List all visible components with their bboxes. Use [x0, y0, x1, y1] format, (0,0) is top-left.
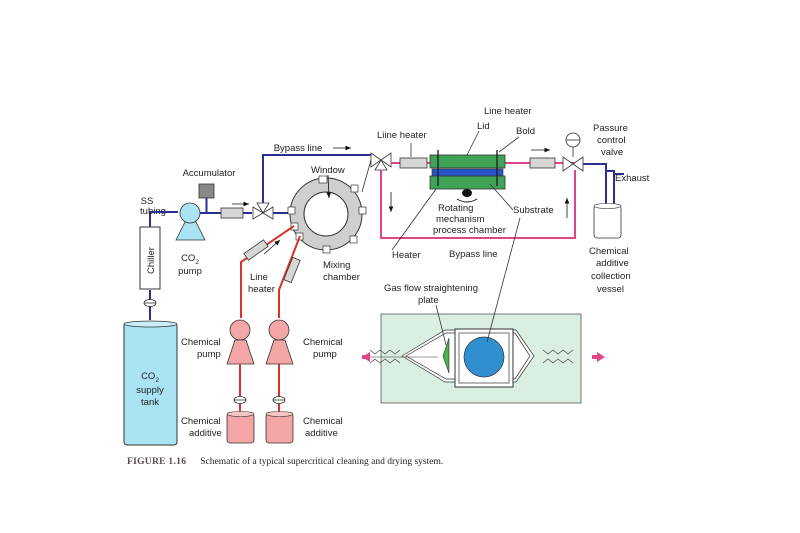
line-heater-right	[283, 256, 301, 284]
figure-caption-text: Schematic of a typical supercritical cle…	[200, 457, 444, 467]
bypass-line-bottom-label: Bypass line	[449, 249, 498, 260]
co2-pump-icon	[175, 202, 206, 241]
collection-label-4: vessel	[597, 284, 624, 295]
pressure-valve-label-1: Passure	[593, 123, 628, 134]
chemical-additive-left-label-1: Chemical	[181, 416, 221, 427]
co2-tank-label-3: tank	[141, 397, 159, 408]
pressure-control-valve-icon	[562, 132, 584, 172]
accumulator-label: Accumulator	[183, 168, 236, 179]
rotating-label-2: mechanism	[436, 214, 485, 225]
bypass-line-top	[262, 154, 371, 203]
rotating-label-1: Rotating	[438, 203, 473, 214]
chemical-additive-right-label-1: Chemical	[303, 416, 343, 427]
chemical-additive-left-label-2: additive	[189, 428, 222, 439]
inset-top-view	[364, 313, 582, 404]
liine-heater-box	[399, 157, 428, 169]
figure-caption: FIGURE 1.16 Schematic of a typical superc…	[127, 457, 443, 467]
co2-tank-label-2: supply	[136, 385, 164, 396]
accumulator-icon	[198, 183, 215, 199]
collection-label-1: Chemical	[589, 246, 629, 257]
collection-vessel	[593, 203, 622, 239]
outlet-heater-box	[529, 157, 556, 169]
substrate-label: Substrate	[513, 205, 554, 216]
rotating-label-3: process chamber	[433, 225, 506, 236]
figure-number: FIGURE 1.16	[127, 457, 187, 467]
gas-flow-label-2: plate	[418, 295, 439, 306]
chemical-pump-right-icon	[265, 319, 294, 365]
chemical-pump-left-label-1: Chemical	[181, 337, 221, 348]
collection-label-3: collection	[591, 271, 631, 282]
line-heater-left-label-2: heater	[248, 284, 275, 295]
chemical-pump-right-label-1: Chemical	[303, 337, 343, 348]
lid-label: Lid	[477, 121, 490, 132]
liine-heater-label: Liine heater	[377, 130, 427, 141]
co2-pump-label-1: CO2	[181, 253, 199, 266]
bypass-line-bottom	[380, 170, 576, 239]
co2-supply-tank	[123, 320, 178, 446]
chemical-pump-left-label-2: pump	[197, 349, 221, 360]
chemical-line-right	[278, 235, 301, 318]
three-way-valve-right-icon	[370, 152, 392, 171]
collection-label-2: additive	[596, 258, 629, 269]
co2-tank-label-1: CO2	[141, 371, 159, 384]
bold-label: Bold	[516, 126, 535, 137]
chemical-additive-right-label-2: additive	[305, 428, 338, 439]
mixing-chamber-label-2: chamber	[323, 272, 360, 283]
exhaust-label: Exhaust	[615, 173, 650, 184]
gas-flow-label-1: Gas flow straightening	[384, 283, 478, 294]
process-chamber	[429, 150, 506, 203]
chemical-line-left	[240, 225, 295, 318]
main-line-heater	[220, 207, 244, 219]
inset-outlet-arrow	[597, 352, 605, 362]
pressure-valve-label-3: valve	[601, 147, 623, 158]
mixing-chamber	[287, 175, 367, 254]
chiller-label: Chiller	[146, 247, 157, 274]
chemical-additive-left-container	[226, 411, 255, 444]
mixing-chamber-label-1: Mixing	[323, 260, 350, 271]
chemical-pump-left-icon	[226, 319, 255, 365]
ss-tubing-label-1: SS	[141, 196, 154, 207]
three-way-valve-left-icon	[252, 202, 274, 220]
exhaust-line	[583, 163, 607, 205]
window-label: Window	[311, 165, 345, 176]
pressure-valve-label-2: control	[597, 135, 626, 146]
line-heater-left	[243, 239, 269, 261]
chemical-additive-right-container	[265, 411, 294, 444]
co2-pump-label-2: pump	[178, 266, 202, 277]
bypass-line-top-label: Bypass line	[274, 143, 323, 154]
line-heater-left-label-1: Line	[250, 272, 268, 283]
heater-label: Heater	[392, 250, 421, 261]
line-heater-top-label: Line heater	[484, 106, 532, 117]
chemical-pump-right-label-2: pump	[313, 349, 337, 360]
co2-main-line	[149, 211, 178, 213]
